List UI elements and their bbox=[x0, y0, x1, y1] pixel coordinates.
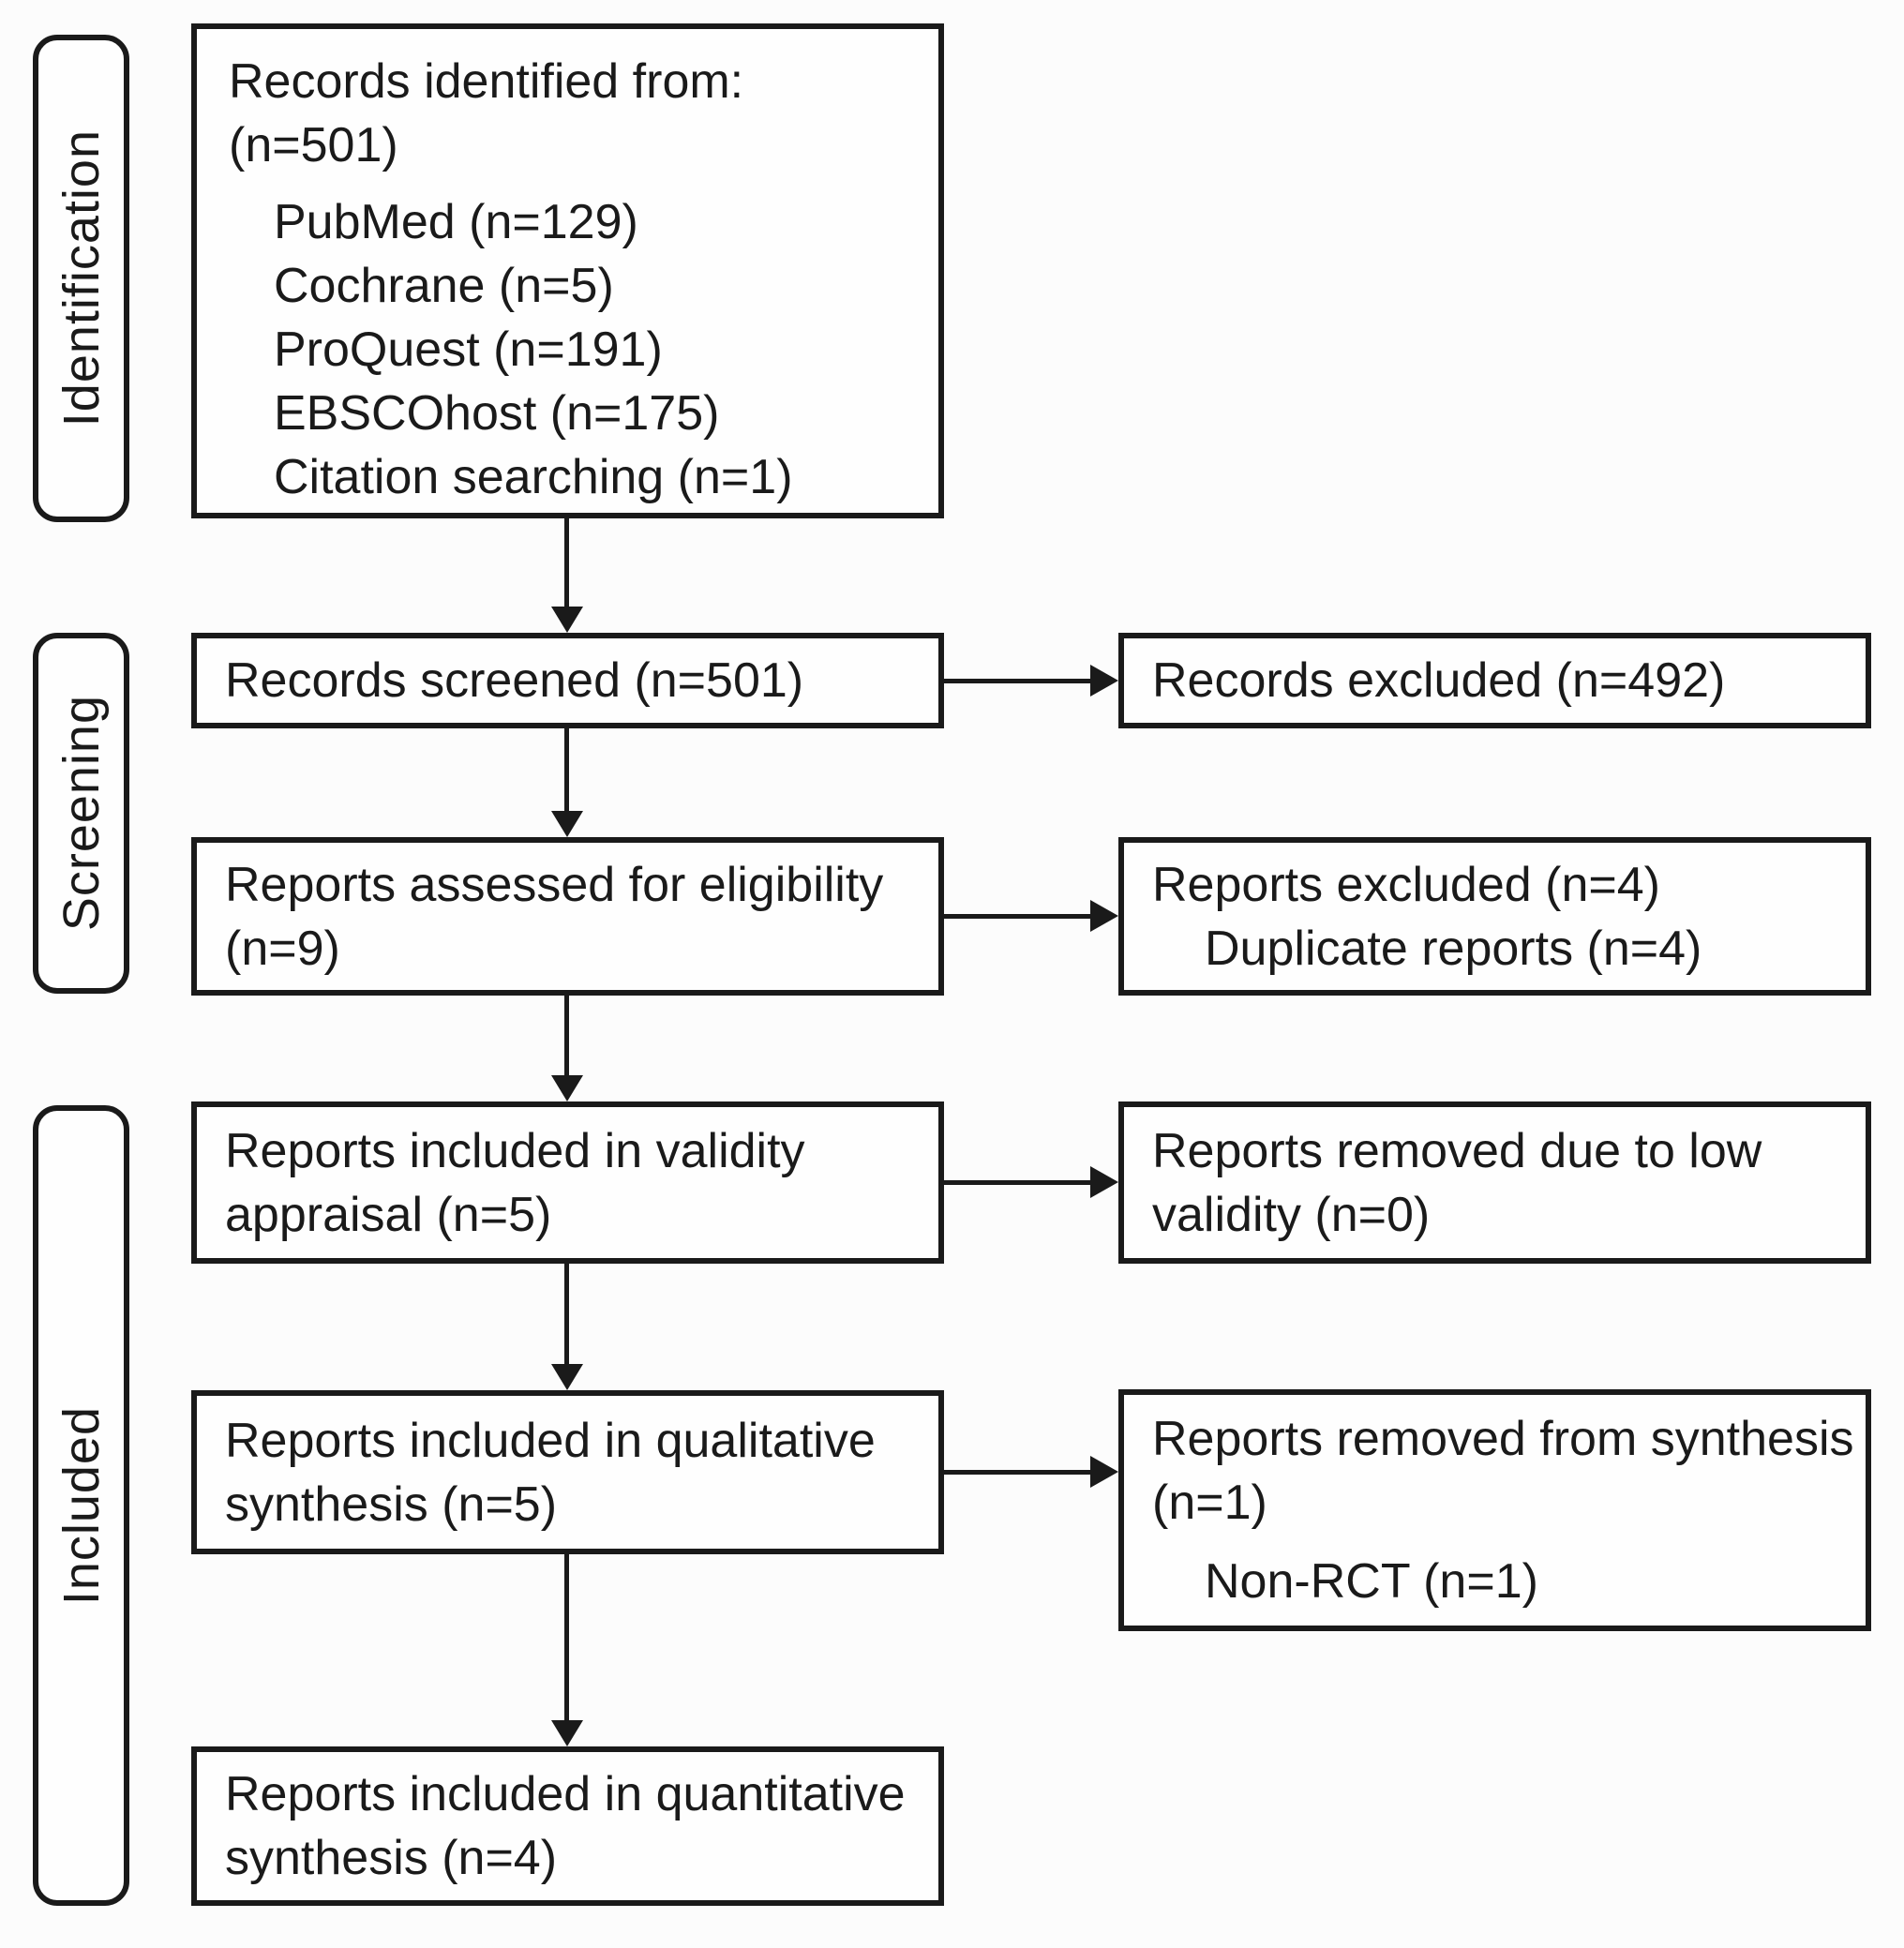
records-screened-line1: Records screened (n=501) bbox=[225, 653, 804, 708]
box-removed-low-validity: Reports removed due to low validity (n=0… bbox=[1118, 1101, 1871, 1264]
removed-from-synthesis-line2: (n=1) bbox=[1152, 1476, 1267, 1530]
reports-excluded-sub1: Duplicate reports (n=4) bbox=[1205, 921, 1702, 976]
reports-assessed-line2: (n=9) bbox=[225, 921, 340, 976]
records-identified-line1: Records identified from: bbox=[229, 54, 744, 109]
removed-low-validity-line1: Reports removed due to low bbox=[1152, 1123, 1762, 1178]
arrow-line bbox=[944, 1180, 1090, 1185]
box-records-screened: Records screened (n=501) bbox=[191, 633, 944, 728]
qualitative-synthesis-line2: synthesis (n=5) bbox=[225, 1476, 558, 1532]
box-quantitative-synthesis: Reports included in quantitative synthes… bbox=[191, 1746, 944, 1906]
removed-low-validity-line2: validity (n=0) bbox=[1152, 1187, 1431, 1242]
records-identified-source-citation: Citation searching (n=1) bbox=[274, 450, 793, 504]
quantitative-synthesis-line1: Reports included in quantitative bbox=[225, 1767, 906, 1821]
stage-label-identification: Identification bbox=[33, 35, 129, 522]
arrow-head-down-icon bbox=[551, 1364, 583, 1390]
records-excluded-line1: Records excluded (n=492) bbox=[1152, 653, 1726, 708]
box-records-excluded: Records excluded (n=492) bbox=[1118, 633, 1871, 728]
arrow-head-down-icon bbox=[551, 1720, 583, 1746]
box-reports-assessed: Reports assessed for eligibility (n=9) bbox=[191, 837, 944, 996]
arrow-head-down-icon bbox=[551, 1075, 583, 1101]
removed-from-synthesis-line1: Reports removed from synthesis bbox=[1152, 1412, 1854, 1466]
stage-label-included-text: Included bbox=[52, 1405, 110, 1606]
stage-label-screening: Screening bbox=[33, 633, 129, 994]
records-identified-line2: (n=501) bbox=[229, 118, 398, 172]
reports-assessed-line1: Reports assessed for eligibility bbox=[225, 857, 884, 912]
arrow-head-down-icon bbox=[551, 811, 583, 837]
arrow-head-right-icon bbox=[1090, 900, 1118, 932]
arrow-line bbox=[944, 914, 1090, 919]
arrow-line bbox=[564, 518, 569, 607]
box-reports-excluded: Reports excluded (n=4) Duplicate reports… bbox=[1118, 837, 1871, 996]
arrow-line bbox=[564, 1264, 569, 1364]
box-validity-appraisal: Reports included in validity appraisal (… bbox=[191, 1101, 944, 1264]
quantitative-synthesis-line2: synthesis (n=4) bbox=[225, 1831, 558, 1885]
validity-appraisal-line2: appraisal (n=5) bbox=[225, 1187, 552, 1242]
records-identified-source-pubmed: PubMed (n=129) bbox=[274, 195, 638, 249]
records-identified-source-ebscohost: EBSCOhost (n=175) bbox=[274, 386, 720, 441]
arrow-line bbox=[564, 996, 569, 1075]
arrow-line bbox=[564, 728, 569, 811]
arrow-head-right-icon bbox=[1090, 1456, 1118, 1488]
validity-appraisal-line1: Reports included in validity bbox=[225, 1123, 805, 1178]
arrow-line bbox=[944, 1470, 1090, 1475]
stage-label-identification-text: Identification bbox=[52, 129, 110, 427]
arrow-line bbox=[564, 1554, 569, 1720]
box-records-identified: Records identified from: (n=501) PubMed … bbox=[191, 23, 944, 518]
stage-label-included: Included bbox=[33, 1105, 129, 1906]
removed-from-synthesis-sub1: Non-RCT (n=1) bbox=[1205, 1554, 1538, 1609]
box-removed-from-synthesis: Reports removed from synthesis (n=1) Non… bbox=[1118, 1389, 1871, 1631]
arrow-head-down-icon bbox=[551, 607, 583, 633]
records-identified-source-cochrane: Cochrane (n=5) bbox=[274, 259, 614, 313]
records-identified-source-proquest: ProQuest (n=191) bbox=[274, 322, 663, 377]
stage-label-screening-text: Screening bbox=[52, 695, 110, 932]
reports-excluded-line1: Reports excluded (n=4) bbox=[1152, 857, 1660, 912]
arrow-head-right-icon bbox=[1090, 1166, 1118, 1198]
arrow-head-right-icon bbox=[1090, 665, 1118, 697]
arrow-line bbox=[944, 679, 1090, 683]
box-qualitative-synthesis: Reports included in qualitative synthesi… bbox=[191, 1390, 944, 1554]
qualitative-synthesis-line1: Reports included in qualitative bbox=[225, 1413, 876, 1468]
